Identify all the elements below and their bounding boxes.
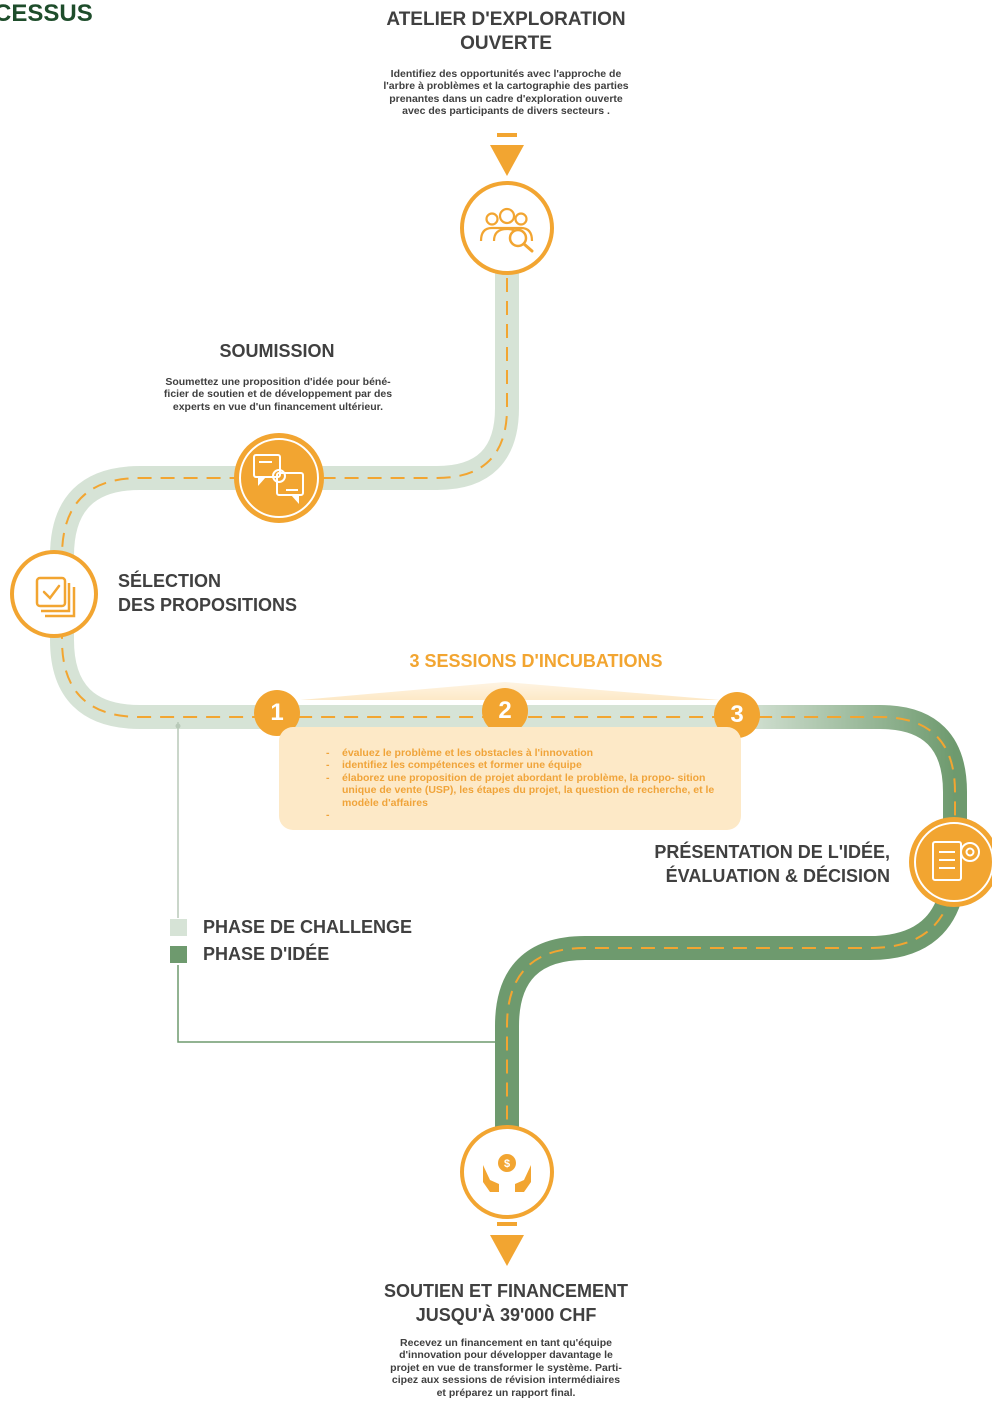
exploration-desc-line: prenantes dans un cadre d'exploration ou… — [389, 92, 623, 105]
connector-dot — [175, 723, 181, 729]
checkbox-stack-icon — [10, 550, 98, 638]
legend-label-challenge: PHASE DE CHALLENGE — [203, 917, 413, 937]
exploration-desc-line: Identifiez des opportunités avec l'appro… — [390, 68, 622, 80]
legend-connector-bottom — [177, 965, 496, 1043]
legend-label-idea: PHASE D'IDÉE — [203, 944, 330, 964]
funding-title-line1: SOUTIEN ET FINANCEMENT — [383, 1281, 628, 1301]
idea-chat-icon — [234, 433, 324, 523]
legend-swatch-challenge — [170, 919, 187, 936]
document-gear-icon — [909, 817, 992, 907]
top-arrow-bar — [497, 133, 517, 137]
svg-text:$: $ — [504, 1158, 510, 1170]
session-number-2: 2 — [482, 688, 528, 734]
selection-title: SÉLECTION DES PROPOSITIONS — [118, 569, 378, 617]
incubation-title: 3 SESSIONS D'INCUBATIONS — [409, 651, 663, 671]
incubation-item: élaborez une proposition de projet abord… — [326, 772, 726, 809]
selection-title-line1: SÉLECTION — [118, 571, 222, 591]
presentation-title-line1: PRÉSENTATION DE L'IDÉE, — [654, 842, 890, 862]
page-title: CESSUS — [0, 0, 93, 27]
submission-desc-line: experts en vue d'un financement ultérieu… — [172, 400, 384, 413]
presentation-title-line2: ÉVALUATION & DÉCISION — [665, 866, 890, 886]
top-arrow-icon — [490, 145, 524, 176]
funding-desc-line: Recevez un financement en tant qu'équipe — [400, 1337, 612, 1349]
selection-title-line2: DES PROPOSITIONS — [118, 595, 298, 615]
incubation-item: identifiez les compétences et former une… — [326, 759, 726, 772]
legend-swatch-idea — [170, 946, 187, 963]
bottom-arrow-icon — [490, 1235, 524, 1266]
funding-desc-line: projet en vue de transformer le système.… — [390, 1361, 622, 1374]
funding-desc-line: d'innovation pour développer davantage l… — [399, 1349, 613, 1362]
funding-title-line2: JUSQU'À 39'000 CHF — [415, 1305, 597, 1325]
bottom-arrow-bar — [497, 1222, 517, 1226]
road-idea — [495, 859, 967, 1160]
submission-description: Soumettez une proposition d'idée pour bé… — [144, 376, 412, 413]
incubation-item: évaluez le problème et les obstacles à l… — [326, 747, 726, 760]
exploration-title: ATELIER D'EXPLORATION OUVERTE — [356, 8, 656, 56]
people-search-icon — [460, 181, 554, 275]
road-dash — [61, 255, 956, 1160]
funding-title: SOUTIEN ET FINANCEMENT JUSQU'À 39'000 CH… — [336, 1279, 676, 1327]
funding-desc-line: cipez aux sessions de révision intermédi… — [391, 1374, 621, 1387]
incubation-list: évaluez le problème et les obstacles à l… — [326, 747, 726, 821]
hands-money-icon: $ — [460, 1125, 554, 1219]
road-challenge — [50, 243, 752, 729]
exploration-description: Identifiez des opportunités avec l'appro… — [354, 68, 658, 118]
submission-desc-line: ficier de soutien et de développement pa… — [163, 388, 393, 401]
exploration-desc-line: l'arbre à problèmes et la cartographie d… — [383, 80, 629, 93]
presentation-title: PRÉSENTATION DE L'IDÉE, ÉVALUATION & DÉC… — [590, 840, 890, 888]
submission-title: SOUMISSION — [219, 341, 335, 361]
exploration-desc-line: avec des participants de divers secteurs… — [402, 105, 610, 118]
submission-desc-line: Soumettez une proposition d'idée pour bé… — [165, 376, 391, 388]
exploration-title-line2: OUVERTE — [460, 33, 552, 54]
funding-description: Recevez un financement en tant qu'équipe… — [356, 1337, 656, 1399]
exploration-title-line1: ATELIER D'EXPLORATION — [386, 9, 626, 30]
funding-desc-line: et préparez un rapport final. — [436, 1386, 576, 1399]
